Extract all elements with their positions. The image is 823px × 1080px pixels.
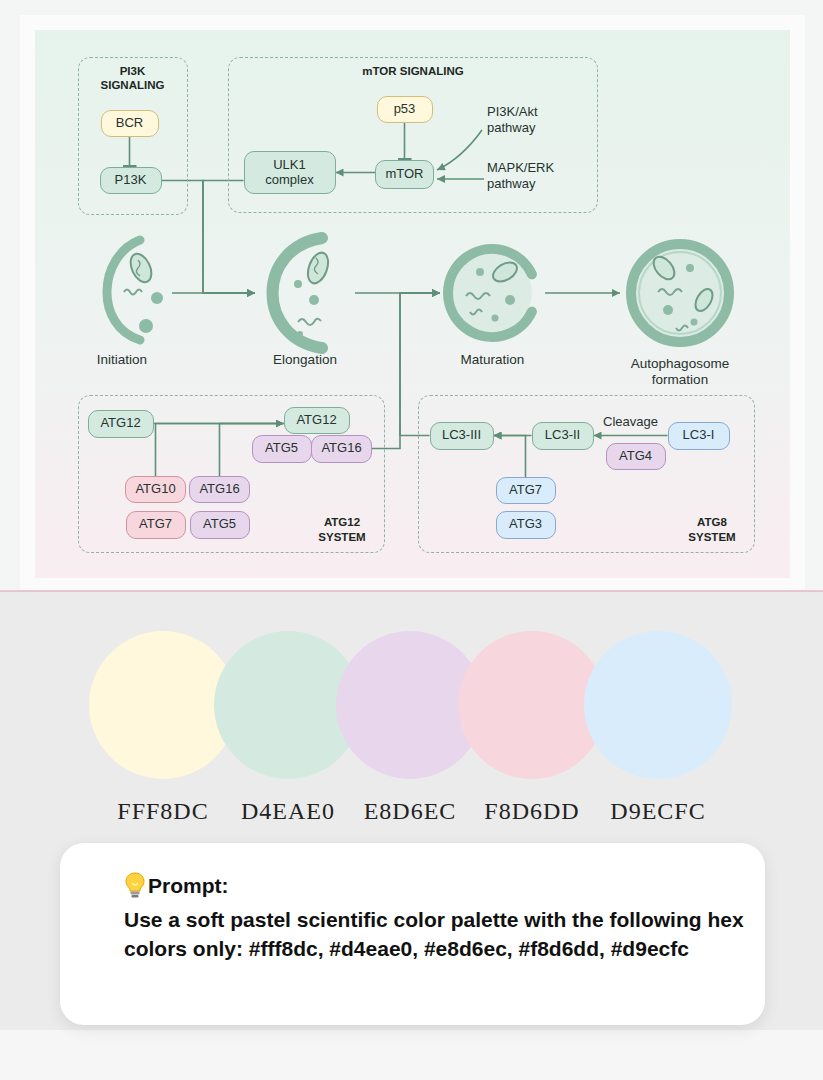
stage-label: Elongation bbox=[255, 352, 355, 368]
node-label: ATG4 bbox=[619, 449, 652, 464]
group-box: PI3K SIGNALING BCR P13K bbox=[78, 57, 188, 215]
process-pill: ATG4 bbox=[606, 443, 666, 470]
prompt-heading: Prompt: bbox=[148, 871, 229, 900]
color-swatch bbox=[584, 631, 732, 779]
diagram-panel bbox=[35, 30, 790, 578]
group-box: mTOR SIGNALING p53ULK1 complex mTOR bbox=[228, 57, 598, 213]
node-label: mTOR bbox=[385, 167, 423, 182]
arrow-connector bbox=[545, 292, 620, 294]
process-pill: ATG16 bbox=[311, 435, 372, 463]
process-pill: ATG10 bbox=[125, 476, 186, 503]
group-box: ATG12 SYSTEMATG12ATG12ATG5ATG16ATG10ATG1… bbox=[78, 395, 385, 553]
autophagosome-illustration bbox=[631, 244, 729, 342]
process-pill: LC3-III bbox=[430, 422, 494, 450]
node-label: ATG3 bbox=[509, 517, 542, 532]
node-label: ATG16 bbox=[199, 482, 239, 497]
node-label: ATG10 bbox=[135, 482, 175, 497]
pathway-label: MAPK/ERK pathway bbox=[487, 160, 567, 191]
maturation-illustration bbox=[448, 249, 532, 337]
pathway-arrows bbox=[437, 130, 484, 179]
process-pill: p53 bbox=[377, 96, 433, 123]
arrow-connector bbox=[372, 293, 440, 449]
stage-label: Initiation bbox=[72, 352, 172, 368]
process-pill: P13K bbox=[100, 167, 162, 194]
edge-label: Cleavage bbox=[603, 414, 658, 429]
arrow-connector bbox=[336, 172, 376, 174]
hex-code: FFF8DC bbox=[93, 798, 233, 825]
inhibition-connector bbox=[404, 123, 406, 159]
group-heading: mTOR SIGNALING bbox=[229, 64, 597, 78]
node-label: ATG16 bbox=[321, 441, 361, 456]
hex-code: D9ECFC bbox=[588, 798, 728, 825]
process-pill: ATG7 bbox=[496, 477, 556, 504]
bottom-ground bbox=[0, 1030, 823, 1080]
process-pill: mTOR bbox=[375, 160, 434, 189]
stage-label: Autophagosome formation bbox=[620, 356, 740, 388]
divider-line bbox=[0, 590, 823, 592]
panel-frame bbox=[20, 15, 805, 590]
process-pill: ATG5 bbox=[252, 435, 312, 463]
process-pill: ATG12 bbox=[88, 410, 154, 438]
group-box: ATG8 SYSTEM LC3-III LC3-II LC3-I ATG4ATG7ATG… bbox=[418, 395, 755, 553]
palette-ground bbox=[0, 591, 823, 1031]
process-pill: ATG16 bbox=[189, 476, 250, 503]
process-pill: BCR bbox=[101, 110, 159, 137]
process-pill: ULK1 complex bbox=[244, 151, 336, 194]
process-pill: ATG12 bbox=[284, 407, 350, 434]
prompt-card: Prompt: Use a soft pastel scientific colo… bbox=[60, 843, 765, 1025]
prompt-text: Use a soft pastel scientific color palet… bbox=[124, 905, 744, 964]
node-label: ATG12 bbox=[100, 416, 140, 431]
arrow-connector bbox=[162, 181, 256, 294]
node-label: ATG7 bbox=[509, 483, 542, 498]
stage-illustration: Initiation bbox=[72, 232, 172, 368]
elongation-illustration bbox=[273, 238, 332, 348]
inhibition-connector bbox=[129, 137, 131, 166]
node-label: LC3-I bbox=[683, 428, 715, 443]
process-pill: ATG3 bbox=[496, 511, 556, 539]
top-ground bbox=[0, 0, 823, 592]
group-heading: ATG12 SYSTEM bbox=[310, 515, 374, 544]
process-pill: ATG5 bbox=[190, 511, 250, 539]
stage-label: Maturation bbox=[440, 352, 545, 368]
hex-code: D4EAE0 bbox=[218, 798, 358, 825]
node-label: BCR bbox=[116, 116, 143, 131]
arrow-connector bbox=[494, 436, 526, 478]
process-pill: ATG7 bbox=[126, 511, 186, 539]
node-label: ATG7 bbox=[139, 517, 172, 532]
process-pill: LC3-II bbox=[532, 422, 594, 450]
stage-illustration: Maturation bbox=[440, 232, 545, 368]
stage-illustration: Elongation bbox=[255, 232, 355, 368]
hex-code: E8D6EC bbox=[340, 798, 480, 825]
arrow-connector bbox=[594, 435, 668, 437]
node-label: ATG12 bbox=[296, 413, 336, 428]
node-label: ULK1 complex bbox=[254, 158, 326, 188]
arrow-connector bbox=[400, 293, 440, 436]
node-label: ATG5 bbox=[203, 517, 236, 532]
node-label: LC3-III bbox=[442, 428, 481, 443]
node-label: LC3-II bbox=[545, 428, 580, 443]
group-heading: PI3K SIGNALING bbox=[93, 64, 173, 93]
node-label: ATG5 bbox=[265, 441, 298, 456]
group-heading: ATG8 SYSTEM bbox=[680, 515, 744, 544]
hex-code: F8D6DD bbox=[462, 798, 602, 825]
lightbulb-icon bbox=[124, 871, 146, 899]
node-label: P13K bbox=[115, 173, 147, 188]
arrow-connector bbox=[203, 181, 255, 294]
node-label: p53 bbox=[394, 102, 416, 117]
arrow-connector bbox=[172, 292, 255, 294]
process-pill: LC3-I bbox=[668, 422, 730, 450]
initiation-illustration bbox=[107, 240, 163, 340]
pathway-label: PI3K/Akt pathway bbox=[487, 104, 567, 135]
stage-illustration: Autophagosome formation bbox=[620, 232, 740, 388]
